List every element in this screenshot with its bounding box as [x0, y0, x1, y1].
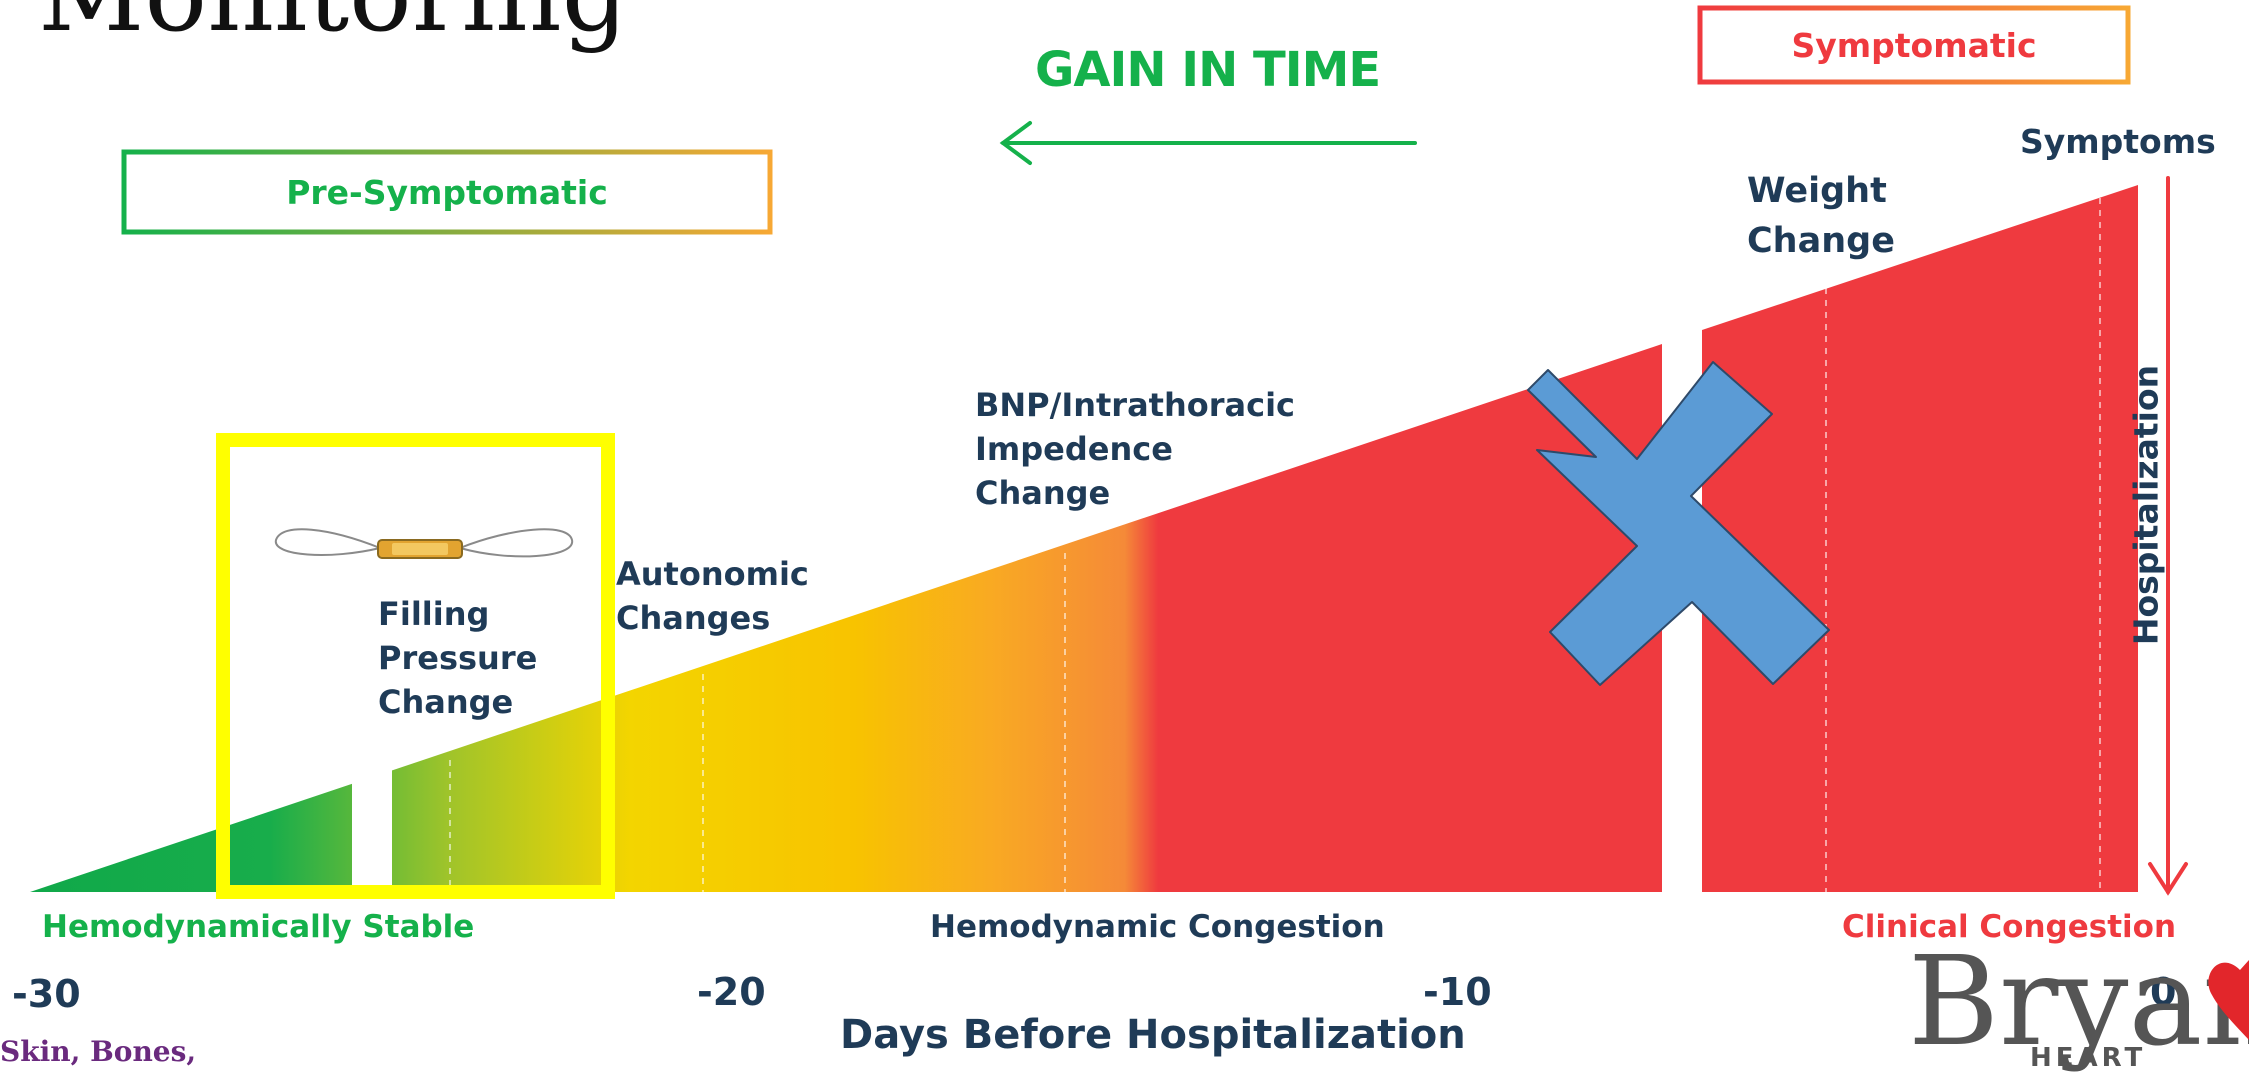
stage-line: Change — [378, 683, 514, 721]
stage-line: Pressure — [378, 639, 538, 677]
stage-line: Filling — [378, 595, 490, 633]
tick-label: -20 — [697, 970, 766, 1014]
hospitalization-label: Hospitalization — [2126, 364, 2166, 646]
stage-bnp: BNP/Intrathoracic Impedence Change — [975, 383, 1295, 515]
highlight-box — [216, 433, 615, 899]
stage-autonomic: Autonomic Changes — [616, 552, 809, 640]
stage-weight: Weight Change — [1747, 166, 1895, 266]
symptomatic-label: Symptomatic — [1791, 25, 2037, 65]
logo-subtext: HEART — [2030, 1043, 2147, 1073]
zone-stable: Hemodynamically Stable — [42, 909, 475, 945]
symptomatic-box — [1697, 5, 2131, 85]
wedge-area — [30, 344, 1662, 892]
hospitalization-arrow — [2148, 176, 2188, 896]
zone-congestion: Hemodynamic Congestion — [930, 909, 1385, 945]
blue-x-cross — [1527, 361, 1830, 686]
gain-arrow — [999, 121, 1417, 165]
stage-line: BNP/Intrathoracic — [975, 386, 1296, 424]
gap-early — [352, 740, 392, 900]
x-axis-title: Days Before Hospitalization — [840, 1012, 1466, 1058]
stage-line: Change — [1747, 221, 1895, 261]
pre-symptomatic-label: Pre-Symptomatic — [286, 172, 608, 212]
zone-clinical: Clinical Congestion — [1842, 909, 2177, 945]
implant-sensor-icon — [274, 528, 574, 559]
tick-label: -10 — [1423, 970, 1492, 1014]
stage-filling-pressure: Filling Pressure Change — [378, 592, 537, 724]
footer-text: Skin, Bones, — [0, 1035, 197, 1068]
slide-title: Monitoring — [38, 0, 628, 46]
gain-in-time-title: GAIN IN TIME — [1035, 42, 1381, 98]
stage-line: Change — [975, 474, 1111, 512]
tick-label: -30 — [12, 972, 81, 1016]
stage-line: Impedence — [975, 430, 1173, 468]
wedge-area-red — [1702, 185, 2138, 892]
stage-line: Changes — [616, 599, 771, 637]
stage-line: Autonomic — [616, 555, 809, 593]
heart-logo-icon — [2208, 960, 2249, 1040]
tick-label: 0 — [2150, 970, 2177, 1014]
stage-symptoms: Symptoms — [2020, 122, 2216, 161]
pre-symptomatic-box — [121, 149, 773, 235]
stage-line: Weight — [1747, 171, 1887, 211]
logo-wordmark: Bryan — [1908, 930, 2249, 1074]
